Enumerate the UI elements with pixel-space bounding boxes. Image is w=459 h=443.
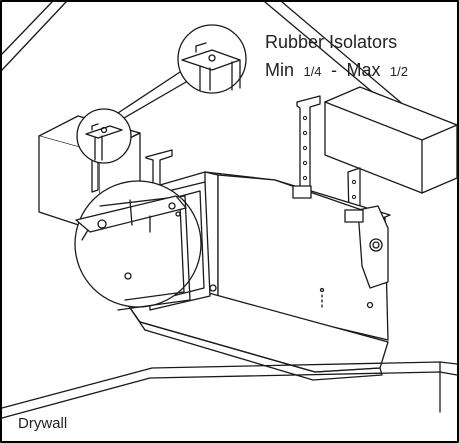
damper-detail-circle <box>74 180 202 311</box>
knockout-icon <box>369 238 383 252</box>
isolator-detail-small <box>76 108 132 164</box>
label-rubber-isolators: Rubber Isolators <box>265 32 397 52</box>
drywall-plane <box>1 361 458 419</box>
leader-line <box>117 71 181 114</box>
isolator-detail-large <box>177 24 247 94</box>
label-min-max: Min 1/4 - Max 1/2 <box>265 60 408 80</box>
leader-line <box>123 81 187 119</box>
right-joist <box>324 86 458 194</box>
label-drywall: Drywall <box>18 415 67 432</box>
fan-housing <box>107 171 391 381</box>
